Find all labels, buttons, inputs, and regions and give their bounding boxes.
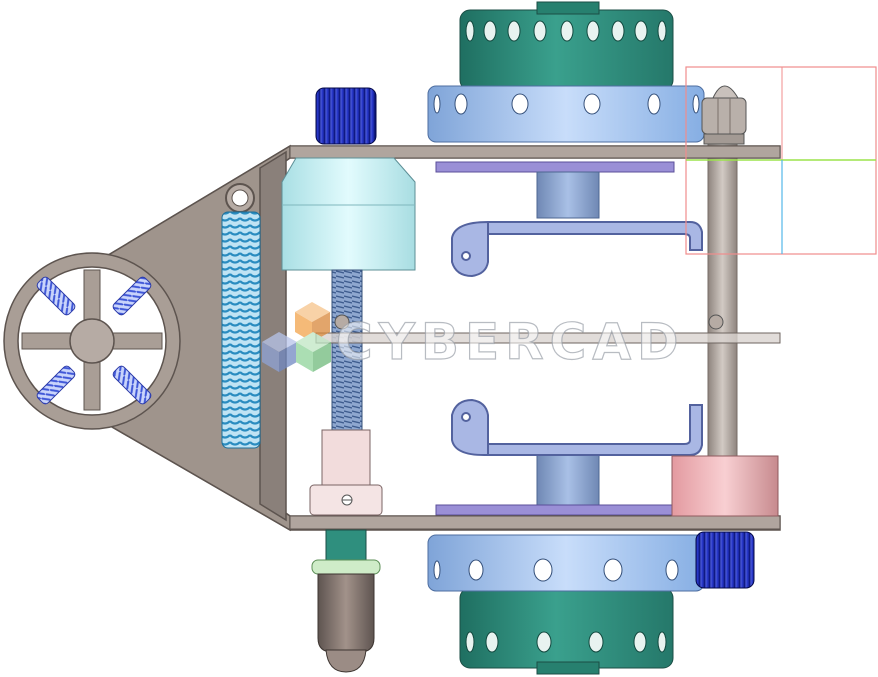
pulley-springs: [36, 276, 152, 405]
top-wheel: [459, 1, 674, 91]
bottom-shaft: [536, 454, 600, 509]
top-flange-ring: [427, 85, 705, 143]
selection-overlay: [685, 66, 877, 255]
watermark: CYBERCAD: [262, 302, 685, 372]
screw-collar: [309, 429, 383, 516]
acorn-nut: [701, 85, 747, 145]
bottom-flange-ring: [427, 534, 705, 592]
top-knob: [315, 87, 377, 145]
watermark-text: CYBERCAD: [336, 313, 685, 371]
pulley-wheel: [3, 252, 181, 430]
bottom-wheel: [459, 587, 674, 675]
nut-block: [281, 157, 416, 271]
lower-plate: [289, 515, 781, 530]
cube-logo-icon: [262, 302, 331, 372]
upper-bracket: [451, 220, 703, 278]
top-hub-plate: [435, 161, 675, 173]
lower-bracket: [451, 398, 703, 457]
guide-rod: [707, 129, 738, 461]
bottom-hub-plate: [435, 504, 675, 516]
upper-plate: [289, 145, 781, 159]
probe-tip: [311, 529, 381, 673]
pulley-hub: [69, 318, 115, 364]
top-shaft: [536, 171, 600, 219]
tension-spring: [221, 183, 261, 449]
pink-collar: [671, 455, 779, 517]
lead-screw: [331, 269, 363, 436]
bottom-knob: [695, 531, 755, 589]
